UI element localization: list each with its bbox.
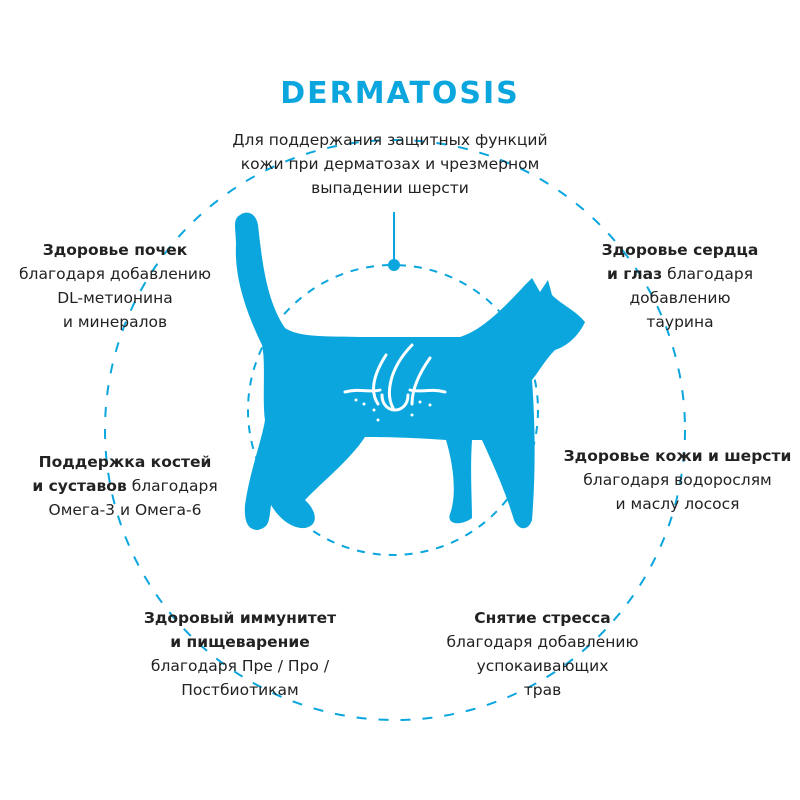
connector-dot xyxy=(388,259,400,271)
benefit-heading: Снятие стресса xyxy=(474,609,611,627)
benefit-bones: Поддержка костей и суставов благодаря Ом… xyxy=(10,450,240,522)
benefit-text: благодаря добавлению xyxy=(446,633,639,651)
benefit-heading: Поддержка костей xyxy=(38,453,212,471)
inner-dashed-circle xyxy=(247,264,539,556)
benefit-text: благодаря xyxy=(131,477,218,495)
benefit-heading: и суставов xyxy=(32,477,127,495)
benefit-text: и маслу лосося xyxy=(615,495,740,513)
intro-text: Для поддержания защитных функций кожи пр… xyxy=(0,128,780,200)
benefit-kidneys: Здоровье почек благодаря добавлению DL-м… xyxy=(10,238,220,334)
benefit-heading: Здоровый иммунитет xyxy=(143,609,337,627)
benefit-text: успокаивающих xyxy=(476,657,609,675)
benefit-text: таурина xyxy=(646,313,714,331)
benefit-text: благодаря добавлению xyxy=(19,265,211,283)
intro-line: Для поддержания защитных функций xyxy=(232,131,548,149)
skin-hair-follicle-icon xyxy=(343,343,447,422)
benefit-text: и минералов xyxy=(62,313,168,331)
benefit-skin: Здоровье кожи и шерсти благодаря водорос… xyxy=(555,444,800,516)
benefit-text: благодаря водорослям xyxy=(583,471,772,489)
intro-line: выпадении шерсти xyxy=(311,179,469,197)
benefit-text: добавлению xyxy=(629,289,731,307)
benefit-stress: Снятие стресса благодаря добавлению успо… xyxy=(425,606,660,702)
benefit-text: трав xyxy=(523,681,562,699)
page-title: DERMATOSIS xyxy=(280,76,520,111)
cat-silhouette-icon xyxy=(235,212,585,530)
intro-line: кожи при дерматозах и чрезмерном xyxy=(240,155,540,173)
benefit-heading: Здоровье почек xyxy=(42,241,188,259)
benefit-heading: Здоровье сердца xyxy=(601,241,759,259)
benefit-heart: Здоровье сердца и глаз благодаря добавле… xyxy=(585,238,775,334)
benefit-heading: Здоровье кожи и шерсти xyxy=(563,447,792,465)
outer-dashed-circle xyxy=(104,139,686,721)
benefit-immunity: Здоровый иммунитет и пищеварение благода… xyxy=(120,606,360,702)
benefit-text: DL-метионина xyxy=(57,289,173,307)
benefit-text: Омега-3 и Омега-6 xyxy=(48,501,202,519)
benefit-heading: и пищеварение xyxy=(170,633,310,651)
benefit-text: благодаря xyxy=(667,265,754,283)
benefit-heading: и глаз xyxy=(606,265,663,283)
benefit-text: благодаря Пре / Про / xyxy=(150,657,330,675)
benefit-text: Постбиотикам xyxy=(181,681,299,699)
